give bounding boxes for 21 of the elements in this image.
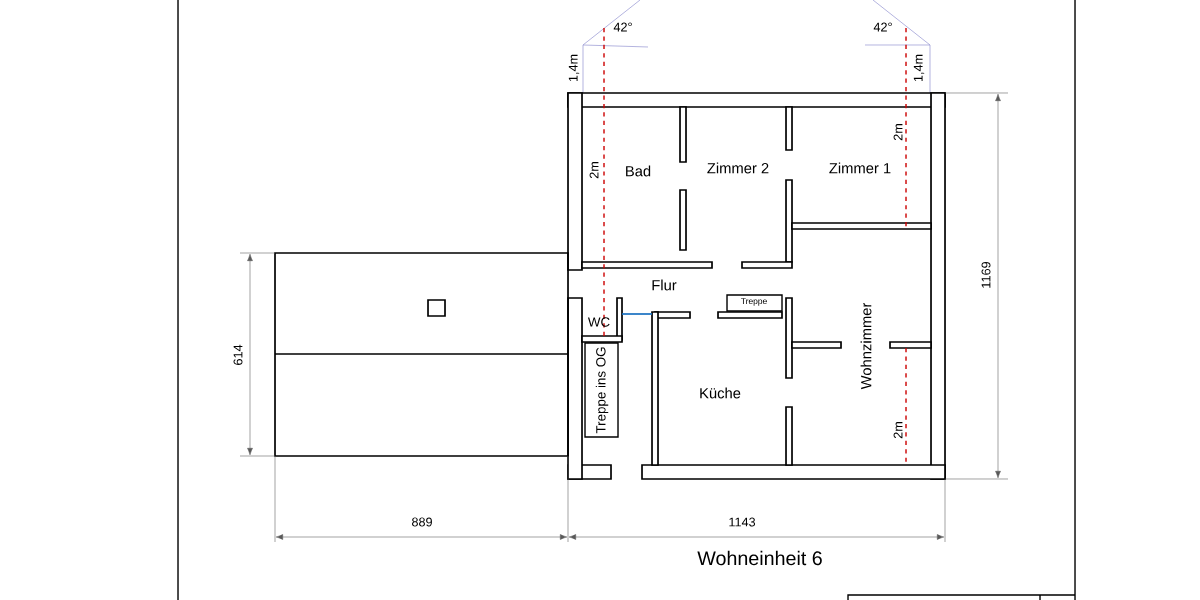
room-label: Bad xyxy=(626,165,651,177)
caption: Wohneinheit 6 xyxy=(697,550,822,566)
dimension-label: 1169 xyxy=(981,262,991,288)
room-label: WC xyxy=(587,317,610,327)
room-label: Wohnzimmer xyxy=(860,302,872,390)
height-label: 1,4m xyxy=(568,54,580,82)
height-label: 2m xyxy=(893,124,903,141)
height-label: 1,4m xyxy=(913,54,925,82)
dimension-label: 1143 xyxy=(729,517,756,527)
angle-label: 42° xyxy=(873,22,892,32)
dimension-label: 889 xyxy=(412,517,432,527)
stair-label: Treppe ins OG xyxy=(595,347,609,434)
room-label: Zimmer 2 xyxy=(707,162,769,174)
dimension-label: 614 xyxy=(233,344,243,365)
stair-label: Treppe xyxy=(741,298,767,306)
height-label: 2m xyxy=(893,422,903,439)
room-label: Zimmer 1 xyxy=(829,162,891,174)
room-label: Flur xyxy=(652,279,677,291)
height-label: 2m xyxy=(589,162,599,179)
angle-label: 42° xyxy=(613,22,632,32)
room-label: Küche xyxy=(700,387,741,399)
